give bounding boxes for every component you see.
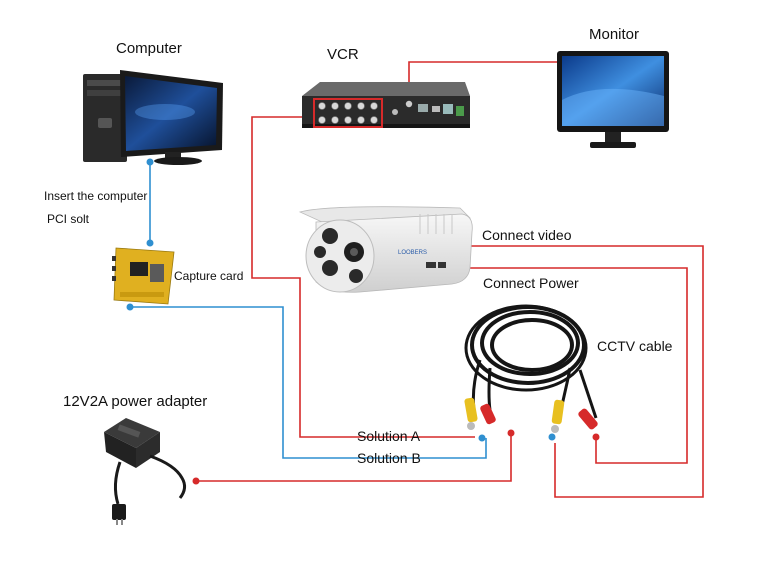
label-connect-video: Connect video: [482, 227, 572, 243]
label-connect-power: Connect Power: [483, 275, 579, 291]
label-pci-slot: PCI solt: [47, 212, 90, 226]
dot-power-cable: [507, 429, 515, 437]
power-adapter-icon: [104, 418, 187, 525]
cable-connectors: [464, 397, 598, 433]
capture-card-icon: [112, 247, 175, 305]
dot-power-cable2: [592, 433, 600, 441]
label-capture-card: Capture card: [174, 269, 244, 283]
label-solution-a: Solution A: [357, 428, 421, 444]
dot-computer: [146, 158, 154, 166]
wire-vcr-solution-a: [251, 116, 475, 438]
camera-icon: LOOBERS: [298, 206, 473, 293]
label-cctv-cable: CCTV cable: [597, 338, 673, 354]
label-monitor: Monitor: [589, 26, 640, 43]
computer-icon: [83, 70, 223, 165]
wire-connect-power: [466, 267, 688, 464]
vcr-icon: [302, 82, 470, 128]
label-computer: Computer: [116, 40, 182, 57]
wire-power: [196, 433, 512, 482]
dot-solution-b: [478, 434, 486, 442]
dot-capture-top: [146, 239, 154, 247]
wires: [130, 61, 704, 498]
wire-capture-solution-b: [130, 306, 487, 459]
label-vcr: VCR: [327, 46, 359, 63]
camera-brand: LOOBERS: [398, 250, 427, 256]
dot-video-cable: [548, 433, 556, 441]
wire-connect-video: [466, 245, 704, 498]
connection-dots: [126, 92, 600, 485]
cctv-cable-icon: [464, 304, 598, 421]
dot-capture-out: [126, 303, 134, 311]
dot-adapter: [192, 477, 200, 485]
label-insert-computer: Insert the computer: [44, 189, 148, 203]
monitor-icon: [557, 51, 669, 148]
label-power-adapter: 12V2A power adapter: [63, 393, 208, 410]
label-solution-b: Solution B: [357, 450, 421, 466]
